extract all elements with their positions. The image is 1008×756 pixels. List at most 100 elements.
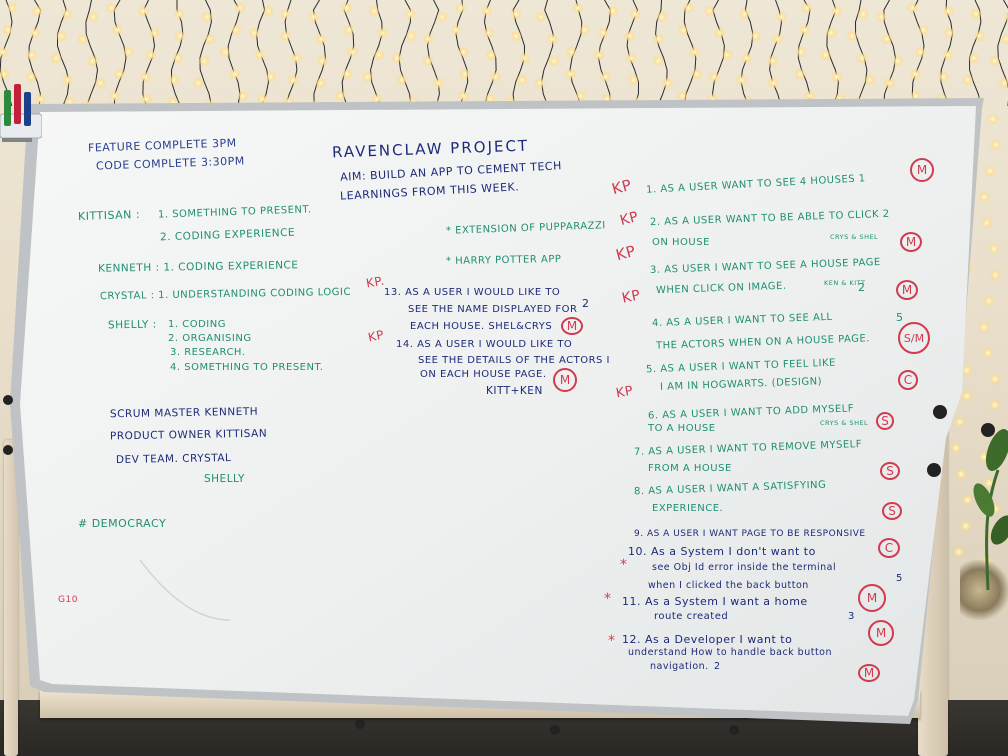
red-marker — [14, 84, 21, 124]
story-10-points: 5 — [896, 573, 903, 584]
light-bulb — [219, 46, 232, 58]
light-bulb — [721, 49, 734, 61]
light-bulb — [883, 77, 896, 89]
light-bulb — [192, 77, 205, 89]
light-bulb — [891, 55, 904, 67]
light-bulb — [334, 90, 347, 102]
light-bulb — [978, 321, 990, 333]
board-clip — [550, 725, 560, 735]
light-bulb — [978, 191, 991, 203]
light-bulb — [432, 77, 445, 89]
light-bulb — [855, 52, 868, 64]
light-bulb — [422, 33, 435, 45]
story-11-line-2: route created — [654, 611, 729, 622]
light-bulb — [708, 71, 721, 83]
light-bulb — [767, 77, 780, 89]
light-bulb — [262, 5, 275, 17]
story-6-badge: S — [876, 412, 894, 430]
light-bulb — [122, 46, 135, 58]
light-bulb — [771, 33, 784, 45]
story-12-line-1: 12. As a Developer I want to — [622, 633, 793, 646]
blue-marker — [24, 92, 31, 126]
light-strand — [854, 0, 868, 107]
story-10-line-3: when I clicked the back button — [648, 580, 809, 591]
light-bulb — [458, 68, 471, 80]
room-code: G10 — [58, 595, 78, 605]
light-bulb — [953, 416, 966, 428]
light-bulb — [290, 52, 303, 64]
light-bulb — [578, 24, 591, 36]
easel-left-leg — [4, 440, 18, 756]
light-bulb — [86, 55, 99, 67]
light-bulb — [998, 77, 1008, 89]
light-bulb — [316, 55, 329, 67]
light-bulb — [857, 8, 870, 20]
story-3-points: 2 — [858, 281, 866, 294]
light-bulb — [1000, 33, 1008, 45]
light-bulb — [279, 8, 292, 20]
story-12-points: 2 — [714, 661, 721, 672]
light-bulb — [986, 113, 999, 125]
light-bulb — [981, 347, 994, 359]
shelly-goal-1: 1. CODING — [168, 319, 226, 330]
story-12-line-3: navigation. — [650, 661, 709, 672]
light-bulb — [173, 8, 186, 20]
light-bulb — [988, 55, 1001, 67]
product-owner-note: PRODUCT OWNER KITTISAN — [109, 427, 268, 443]
light-bulb — [798, 24, 811, 36]
light-bulb — [368, 5, 380, 17]
light-bulb — [482, 27, 495, 39]
light-bulb — [173, 30, 186, 42]
light-bulb — [533, 77, 546, 89]
light-bulb — [376, 27, 389, 39]
light-bulb — [390, 52, 403, 64]
light-bulb — [989, 139, 1002, 151]
light-bulb — [987, 243, 1000, 255]
light-bulb — [228, 68, 241, 80]
light-bulb — [489, 71, 502, 83]
light-bulb — [139, 71, 152, 83]
dev-team-note: DEV TEAM. CRYSTAL — [115, 451, 232, 467]
light-bulb — [713, 27, 726, 39]
light-bulb — [0, 46, 9, 58]
light-bulb — [236, 90, 249, 102]
light-bulb — [55, 30, 68, 42]
story-2-line-2: ON HOUSE — [652, 237, 710, 248]
board-clip — [355, 719, 365, 729]
light-bulb — [25, 71, 38, 83]
story-2-badge: M — [900, 232, 922, 252]
light-bulb — [31, 5, 44, 17]
kp-mark-story-14: KP — [366, 327, 386, 345]
light-bulb — [50, 52, 63, 64]
story-12-badge: M — [858, 664, 880, 682]
light-bulb — [340, 2, 353, 14]
light-bulb — [0, 68, 10, 80]
light-bulb — [87, 11, 100, 23]
kp-mark-story-13: KP. — [364, 273, 386, 291]
light-bulb — [950, 442, 962, 454]
light-bulb — [108, 90, 121, 102]
light-bulb — [955, 468, 968, 480]
light-bulb — [548, 55, 561, 67]
light-bulb — [623, 30, 636, 42]
light-bulb — [148, 27, 161, 39]
light-bulb — [168, 74, 181, 86]
story-13-line-3: EACH HOUSE. SHEL&CRYS — [410, 321, 553, 332]
light-bulb — [248, 27, 261, 39]
kp-mark-story-5: KP — [614, 383, 635, 402]
story-11-line-1: 11. As a System I want a home — [622, 595, 808, 608]
light-bulb — [346, 46, 359, 58]
light-bulb — [942, 5, 955, 17]
green-marker — [4, 90, 11, 126]
shelly-label: SHELLY : — [107, 318, 157, 332]
light-bulb — [661, 77, 674, 89]
light-bulb — [571, 2, 584, 14]
scrum-master-note: SCRUM MASTER KENNETH — [109, 405, 259, 421]
light-bulb — [906, 2, 919, 14]
story-9-badge: C — [878, 538, 900, 558]
light-bulb — [703, 5, 716, 17]
light-bulb — [655, 11, 668, 23]
story-10-badge: M — [858, 584, 886, 612]
